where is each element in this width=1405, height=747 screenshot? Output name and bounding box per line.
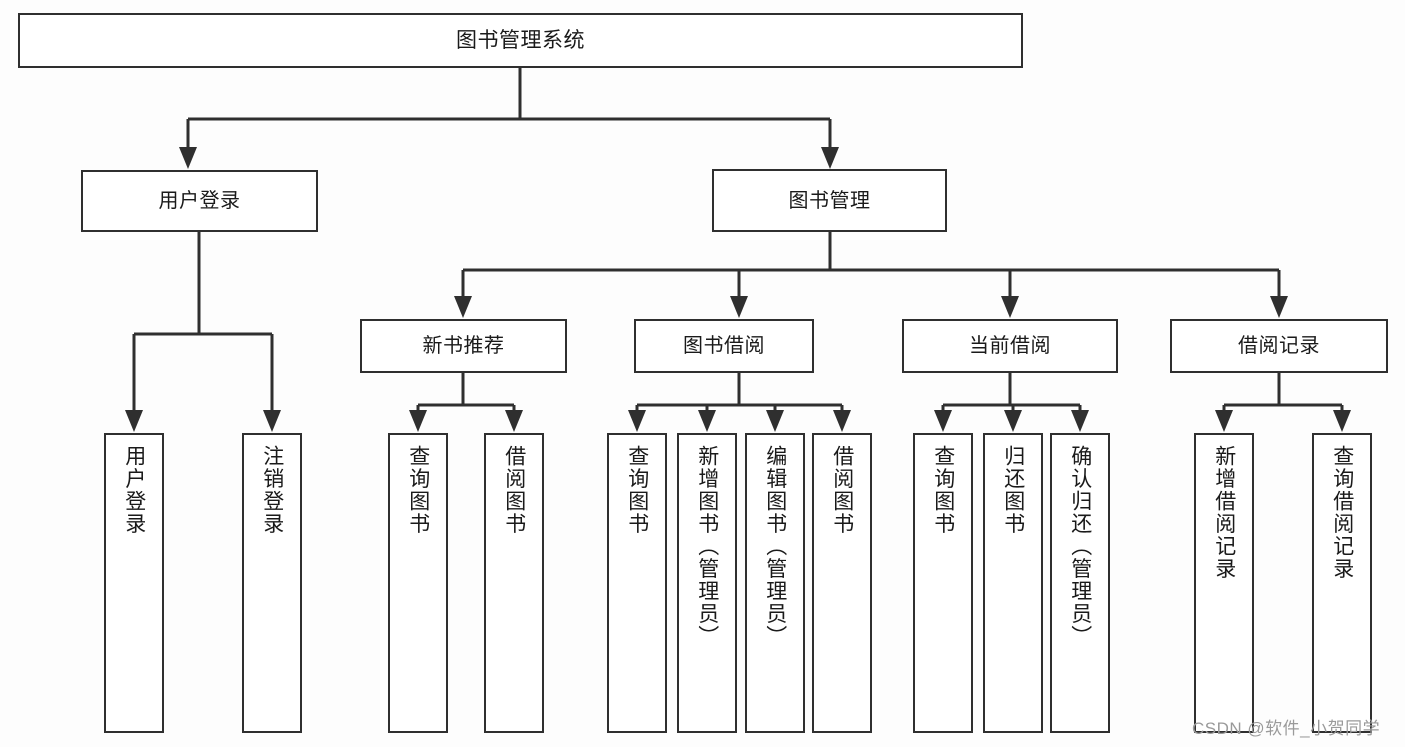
node-label: 借阅记录 xyxy=(1238,335,1320,357)
node-leaf-confirm-return[interactable]: 确认归还（管理员） xyxy=(1050,433,1110,733)
node-leaf-borrow-book-2[interactable]: 借阅图书 xyxy=(812,433,872,733)
node-root[interactable]: 图书管理系统 xyxy=(18,13,1023,68)
watermark: CSDN @软件_小贺同学 xyxy=(1192,719,1381,738)
node-label: 注销登录 xyxy=(260,445,284,535)
arrowhead-icon xyxy=(409,410,427,432)
node-label: 借阅图书 xyxy=(502,445,526,535)
node-book-manage[interactable]: 图书管理 xyxy=(712,169,947,232)
arrowhead-icon xyxy=(821,147,839,169)
arrowhead-icon xyxy=(1001,296,1019,318)
node-label: 用户登录 xyxy=(122,445,146,535)
arrowhead-icon xyxy=(263,410,281,432)
node-leaf-query-book-3[interactable]: 查询图书 xyxy=(913,433,973,733)
node-label: 图书管理 xyxy=(788,189,871,212)
node-label: 新增图书（管理员） xyxy=(695,445,719,648)
arrowhead-icon xyxy=(833,410,851,432)
arrowhead-icon xyxy=(125,410,143,432)
node-leaf-borrow-book-1[interactable]: 借阅图书 xyxy=(484,433,544,733)
arrowhead-icon xyxy=(698,410,716,432)
node-label: 查询图书 xyxy=(625,445,649,535)
node-label: 用户登录 xyxy=(158,190,241,212)
arrowhead-icon xyxy=(766,410,784,432)
node-leaf-query-book-2[interactable]: 查询图书 xyxy=(607,433,667,733)
node-leaf-edit-book[interactable]: 编辑图书（管理员） xyxy=(745,433,805,733)
node-label: 归还图书 xyxy=(1001,445,1025,535)
node-label: 图书管理系统 xyxy=(456,28,585,52)
arrowhead-icon xyxy=(454,296,472,318)
arrowhead-icon xyxy=(505,410,523,432)
node-label: 编辑图书（管理员） xyxy=(763,445,787,648)
node-leaf-query-record[interactable]: 查询借阅记录 xyxy=(1312,433,1372,733)
node-label: 查询图书 xyxy=(406,445,430,535)
arrowhead-icon xyxy=(1270,296,1288,318)
node-leaf-logout[interactable]: 注销登录 xyxy=(242,433,302,733)
node-borrow-record[interactable]: 借阅记录 xyxy=(1170,319,1388,373)
node-label: 查询借阅记录 xyxy=(1330,445,1354,580)
arrowhead-icon xyxy=(1333,410,1351,432)
arrowhead-icon xyxy=(1215,410,1233,432)
node-leaf-add-record[interactable]: 新增借阅记录 xyxy=(1194,433,1254,733)
node-new-book-recommend[interactable]: 新书推荐 xyxy=(360,319,567,373)
node-label: 借阅图书 xyxy=(830,445,854,535)
node-current-borrow[interactable]: 当前借阅 xyxy=(902,319,1118,373)
node-label: 新增借阅记录 xyxy=(1212,445,1236,580)
node-leaf-return-book[interactable]: 归还图书 xyxy=(983,433,1043,733)
node-label: 当前借阅 xyxy=(969,335,1051,357)
arrowhead-icon xyxy=(628,410,646,432)
node-leaf-user-login[interactable]: 用户登录 xyxy=(104,433,164,733)
node-label: 新书推荐 xyxy=(422,335,505,357)
arrowhead-icon xyxy=(179,147,197,169)
node-label: 确认归还（管理员） xyxy=(1068,445,1092,648)
node-label: 查询图书 xyxy=(931,445,955,535)
node-leaf-add-book[interactable]: 新增图书（管理员） xyxy=(677,433,737,733)
node-leaf-query-book-1[interactable]: 查询图书 xyxy=(388,433,448,733)
arrowhead-icon xyxy=(934,410,952,432)
arrowhead-icon xyxy=(1004,410,1022,432)
node-label: 图书借阅 xyxy=(683,335,765,357)
node-book-borrow[interactable]: 图书借阅 xyxy=(634,319,814,373)
arrowhead-icon xyxy=(1071,410,1089,432)
arrowhead-icon xyxy=(730,296,748,318)
node-user-login[interactable]: 用户登录 xyxy=(81,170,318,232)
